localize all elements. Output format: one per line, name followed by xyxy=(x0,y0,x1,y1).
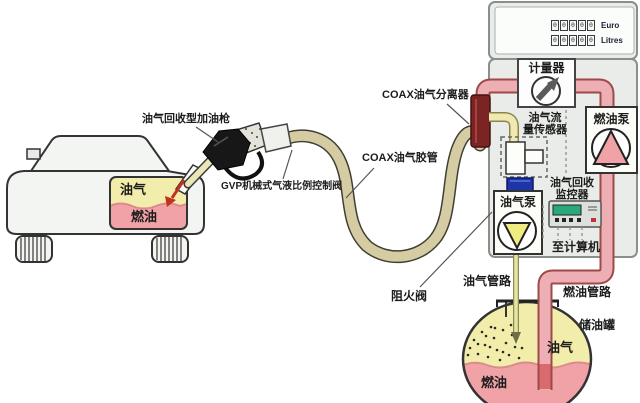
label-car-tank-fuel: 燃油 xyxy=(131,209,158,224)
label-flow-sensor-line1: 油气流 xyxy=(528,112,562,124)
label-fuel-pipeline: 燃油管路 xyxy=(563,285,612,299)
label-meter: 计量器 xyxy=(528,61,565,75)
monitor-screen xyxy=(552,204,582,216)
label-nozzle: 油气回收型加油枪 xyxy=(142,113,230,125)
digit-box: 0 xyxy=(560,20,568,31)
fuel-pump-triangle xyxy=(592,128,630,165)
label-monitor-line1: 油气回收 xyxy=(550,177,594,189)
car-mirror xyxy=(26,148,41,160)
label-flow-sensor-line2: 量传感器 xyxy=(523,124,567,137)
label-to-computer: 至计算机 xyxy=(552,240,601,254)
digit-box: 0 xyxy=(569,20,577,31)
fuel-pump xyxy=(585,106,638,174)
digit-box: 0 xyxy=(578,35,586,46)
label-storage-tank: 储油罐 xyxy=(579,318,616,332)
coax-separator xyxy=(470,94,491,148)
vapor-arrowhead xyxy=(511,332,521,344)
label-flame-arrestor: 阻火阀 xyxy=(391,289,428,303)
digit-box: 0 xyxy=(551,35,559,46)
nozzle-guard xyxy=(222,150,264,181)
label-car-tank-vapor: 油气 xyxy=(120,182,147,197)
nozzle xyxy=(183,122,292,189)
label-fuel-pump: 燃油泵 xyxy=(593,112,630,126)
vapor-pump xyxy=(493,190,543,255)
label-vapor-pump: 油气泵 xyxy=(499,195,536,209)
car-wheel-front xyxy=(151,235,189,263)
label-coax-separator: COAX油气分离器 xyxy=(382,89,469,101)
label-tank-fuel: 燃油 xyxy=(481,375,508,390)
car-wheel-rear xyxy=(15,235,53,263)
digit-box: 0 xyxy=(569,35,577,46)
display-volume-label: Litres xyxy=(601,36,623,45)
digit-box: 0 xyxy=(578,20,586,31)
digit-box: 0 xyxy=(587,20,595,31)
label-flow-sensor: 油气流 量传感器 xyxy=(516,112,574,137)
vapor-pump-triangle xyxy=(502,222,532,251)
digit-box: 0 xyxy=(551,20,559,31)
dashed-connectors xyxy=(542,110,583,240)
vapor-pipe-to-tank xyxy=(511,254,521,344)
leader-lines xyxy=(195,103,493,288)
label-vapor-pipeline: 油气管路 xyxy=(463,274,512,288)
coax-hose xyxy=(276,125,487,264)
fuel-flow-arrow xyxy=(165,179,186,207)
flame-arrestor-coupling xyxy=(506,177,534,192)
meter-box xyxy=(517,58,576,108)
vapor-pipe-elbow xyxy=(489,112,519,142)
label-monitor-line2: 监控器 xyxy=(555,189,589,202)
vapor-recovery-monitor xyxy=(548,200,602,228)
label-gvp-valve: GVP机械式气液比例控制阀 xyxy=(221,181,343,192)
digit-box: 0 xyxy=(560,35,568,46)
car xyxy=(6,135,205,263)
flow-sensor xyxy=(500,136,548,178)
label-monitor: 油气回收 监控器 xyxy=(544,177,600,202)
car-fuel-tank xyxy=(109,176,188,230)
car-roof xyxy=(29,135,171,172)
label-coax-hose: COAX油气胶管 xyxy=(362,152,438,164)
fuel-pipe xyxy=(475,78,615,390)
label-tank-vapor: 油气 xyxy=(547,340,574,355)
display-currency-label: Euro xyxy=(601,21,620,30)
hose-collar xyxy=(260,123,292,153)
digit-box: 0 xyxy=(587,35,595,46)
